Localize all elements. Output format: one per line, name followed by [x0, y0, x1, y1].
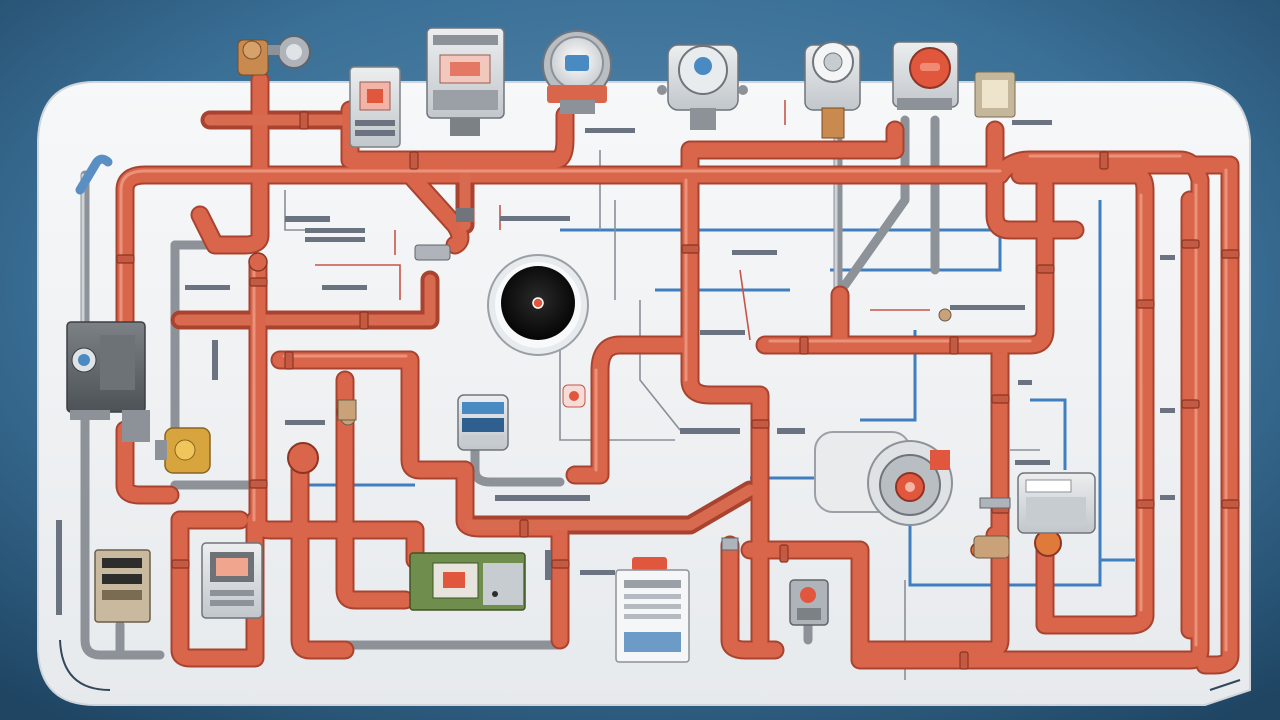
valve-icon: [248, 252, 268, 272]
annotation-lines: [284, 100, 1040, 680]
valve-assembly: [237, 35, 311, 76]
valve-icon: [632, 557, 667, 571]
valve-icon: [1034, 529, 1062, 557]
pipe-joints: [116, 111, 1240, 670]
energy-meter: [94, 549, 151, 623]
green-control-panel: [409, 552, 526, 611]
main-controller-left: [66, 321, 150, 442]
brass-valve: [155, 427, 211, 474]
spec-card: [615, 569, 690, 663]
sensor-unit: [974, 71, 1016, 118]
valve-icon: [938, 308, 952, 322]
faucet-icon: [75, 154, 113, 195]
expansion-device: [892, 41, 959, 110]
valve-icon: [287, 442, 319, 474]
pressure-gauge: [542, 30, 612, 114]
display-controller: [457, 394, 509, 451]
control-panel-top: [349, 66, 401, 148]
copper-pipes: [117, 72, 1238, 673]
circulation-pump-top: [657, 44, 748, 130]
control-unit-bottom: [201, 542, 263, 619]
main-pump: [814, 431, 953, 526]
controller-box-top: [426, 27, 505, 136]
thermostat-dial[interactable]: [487, 254, 589, 356]
brass-fitting: [337, 208, 1011, 559]
flow-meter: [804, 41, 861, 139]
label-marks: [56, 120, 1175, 615]
alarm-indicator: [562, 384, 586, 408]
valve-cluster: [789, 579, 829, 626]
water-heater: [1017, 472, 1096, 534]
